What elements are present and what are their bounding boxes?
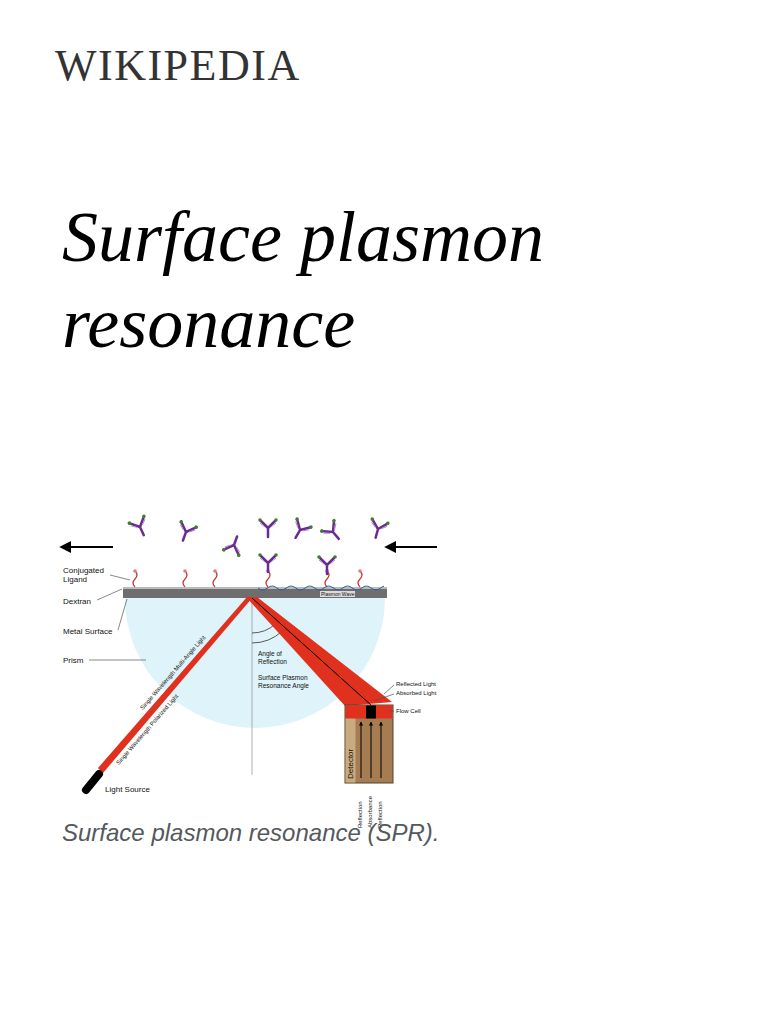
antibody-chain bbox=[323, 522, 344, 543]
antibody-tip bbox=[319, 528, 324, 533]
detector-box bbox=[345, 705, 393, 783]
detector-strip bbox=[346, 718, 356, 783]
antibody-tip bbox=[258, 518, 262, 522]
leader-line bbox=[389, 711, 394, 712]
detector-box: Detector bbox=[345, 705, 393, 783]
ligand bbox=[358, 571, 362, 587]
detector-arrow bbox=[381, 722, 382, 778]
antibody-light bbox=[179, 525, 195, 534]
beam-label: Reflected Light bbox=[396, 681, 436, 688]
ligand bbox=[133, 571, 137, 587]
part-label: Prism bbox=[63, 656, 83, 665]
beam-label: Absorbed Light bbox=[396, 690, 436, 697]
ligand-head bbox=[358, 569, 362, 573]
antibody-chain bbox=[289, 520, 309, 541]
antibody-chain bbox=[176, 523, 195, 543]
ligand bbox=[266, 571, 270, 587]
part-label: Flow Cell bbox=[396, 708, 421, 715]
antibody-tip bbox=[386, 521, 390, 525]
antibody-light bbox=[294, 522, 310, 533]
antibody bbox=[221, 533, 246, 557]
antibody-tip bbox=[331, 518, 336, 523]
leader-line bbox=[89, 660, 146, 661]
angle-arc bbox=[252, 631, 282, 643]
ligand bbox=[183, 571, 187, 587]
reflected-beam bbox=[247, 597, 392, 706]
metal-surface bbox=[123, 589, 387, 598]
detector-arrow bbox=[361, 722, 362, 778]
leader-line bbox=[118, 599, 127, 630]
part-label: Plasmon Wave bbox=[320, 591, 355, 597]
antibody-light bbox=[131, 519, 147, 529]
antibody-tip bbox=[258, 553, 262, 557]
antibody-light bbox=[371, 522, 387, 530]
antibody-light bbox=[225, 543, 241, 552]
leader-line bbox=[374, 694, 394, 701]
part-label: Light Source bbox=[105, 785, 150, 794]
antibody-light bbox=[319, 560, 335, 564]
antibody bbox=[319, 518, 346, 545]
ligand-head bbox=[213, 569, 217, 573]
antibody-chain bbox=[225, 534, 244, 554]
page-title: Surface plasmon resonance bbox=[62, 194, 682, 366]
antibody-tip bbox=[308, 525, 313, 530]
antibody-light bbox=[260, 523, 276, 527]
antibody-tip bbox=[274, 518, 278, 522]
antibody-chain bbox=[320, 558, 334, 574]
ligand-head bbox=[133, 569, 137, 573]
antibody-tip bbox=[221, 547, 226, 552]
flow-cell bbox=[346, 706, 393, 719]
antibody-chain bbox=[261, 556, 275, 572]
wordmark: WIKIPEDIA bbox=[55, 44, 301, 88]
antibody bbox=[366, 517, 390, 540]
absorbed-line bbox=[252, 598, 371, 705]
antibody bbox=[287, 517, 313, 543]
antibody bbox=[258, 553, 278, 572]
detector-arrow bbox=[371, 722, 372, 778]
dextran-layer bbox=[123, 587, 387, 589]
ligand-head bbox=[183, 569, 187, 573]
angle-label: Angle of Reflection bbox=[258, 650, 294, 665]
antibody-tip bbox=[274, 553, 278, 557]
plasmon-wave bbox=[258, 586, 384, 590]
part-label: Metal Surface bbox=[63, 627, 112, 636]
antibody-light bbox=[324, 523, 339, 536]
antibody-tip bbox=[127, 521, 132, 526]
leader-line bbox=[97, 589, 122, 600]
antibody-light bbox=[260, 558, 276, 562]
flow-arrow bbox=[70, 546, 113, 548]
leader-line bbox=[110, 575, 130, 580]
antibody bbox=[317, 555, 337, 574]
normal-line bbox=[252, 600, 253, 775]
ligand bbox=[213, 571, 217, 587]
angle-label: Surface Plasmon Resonance Angle bbox=[258, 674, 314, 689]
antibody-tip bbox=[236, 553, 241, 558]
figure-caption: Surface plasmon resonance (SPR). bbox=[62, 818, 702, 848]
antibody-tip bbox=[141, 514, 146, 519]
antibody bbox=[258, 518, 278, 537]
molecules bbox=[127, 514, 390, 587]
part-label: Dextran bbox=[63, 597, 91, 606]
antibody bbox=[127, 514, 153, 539]
flow-arrow bbox=[395, 546, 437, 548]
detector-label: Detector bbox=[346, 749, 355, 779]
antibody-tip bbox=[194, 525, 199, 530]
antibody-chain bbox=[261, 521, 275, 537]
antibody-tip bbox=[317, 555, 321, 559]
leader-line bbox=[384, 685, 394, 694]
antibody-tip bbox=[179, 519, 184, 524]
part-label: Conjugated Ligand bbox=[63, 566, 111, 584]
light-source bbox=[86, 774, 99, 790]
antibody-chain bbox=[131, 518, 150, 538]
antibody-tip bbox=[295, 517, 300, 522]
antibody-tip bbox=[370, 517, 374, 521]
antibody-chain bbox=[369, 520, 387, 539]
antibody bbox=[174, 519, 199, 543]
antibody-tip bbox=[333, 555, 337, 559]
incident-beam bbox=[98, 597, 253, 773]
absorbed-mark bbox=[366, 706, 376, 719]
